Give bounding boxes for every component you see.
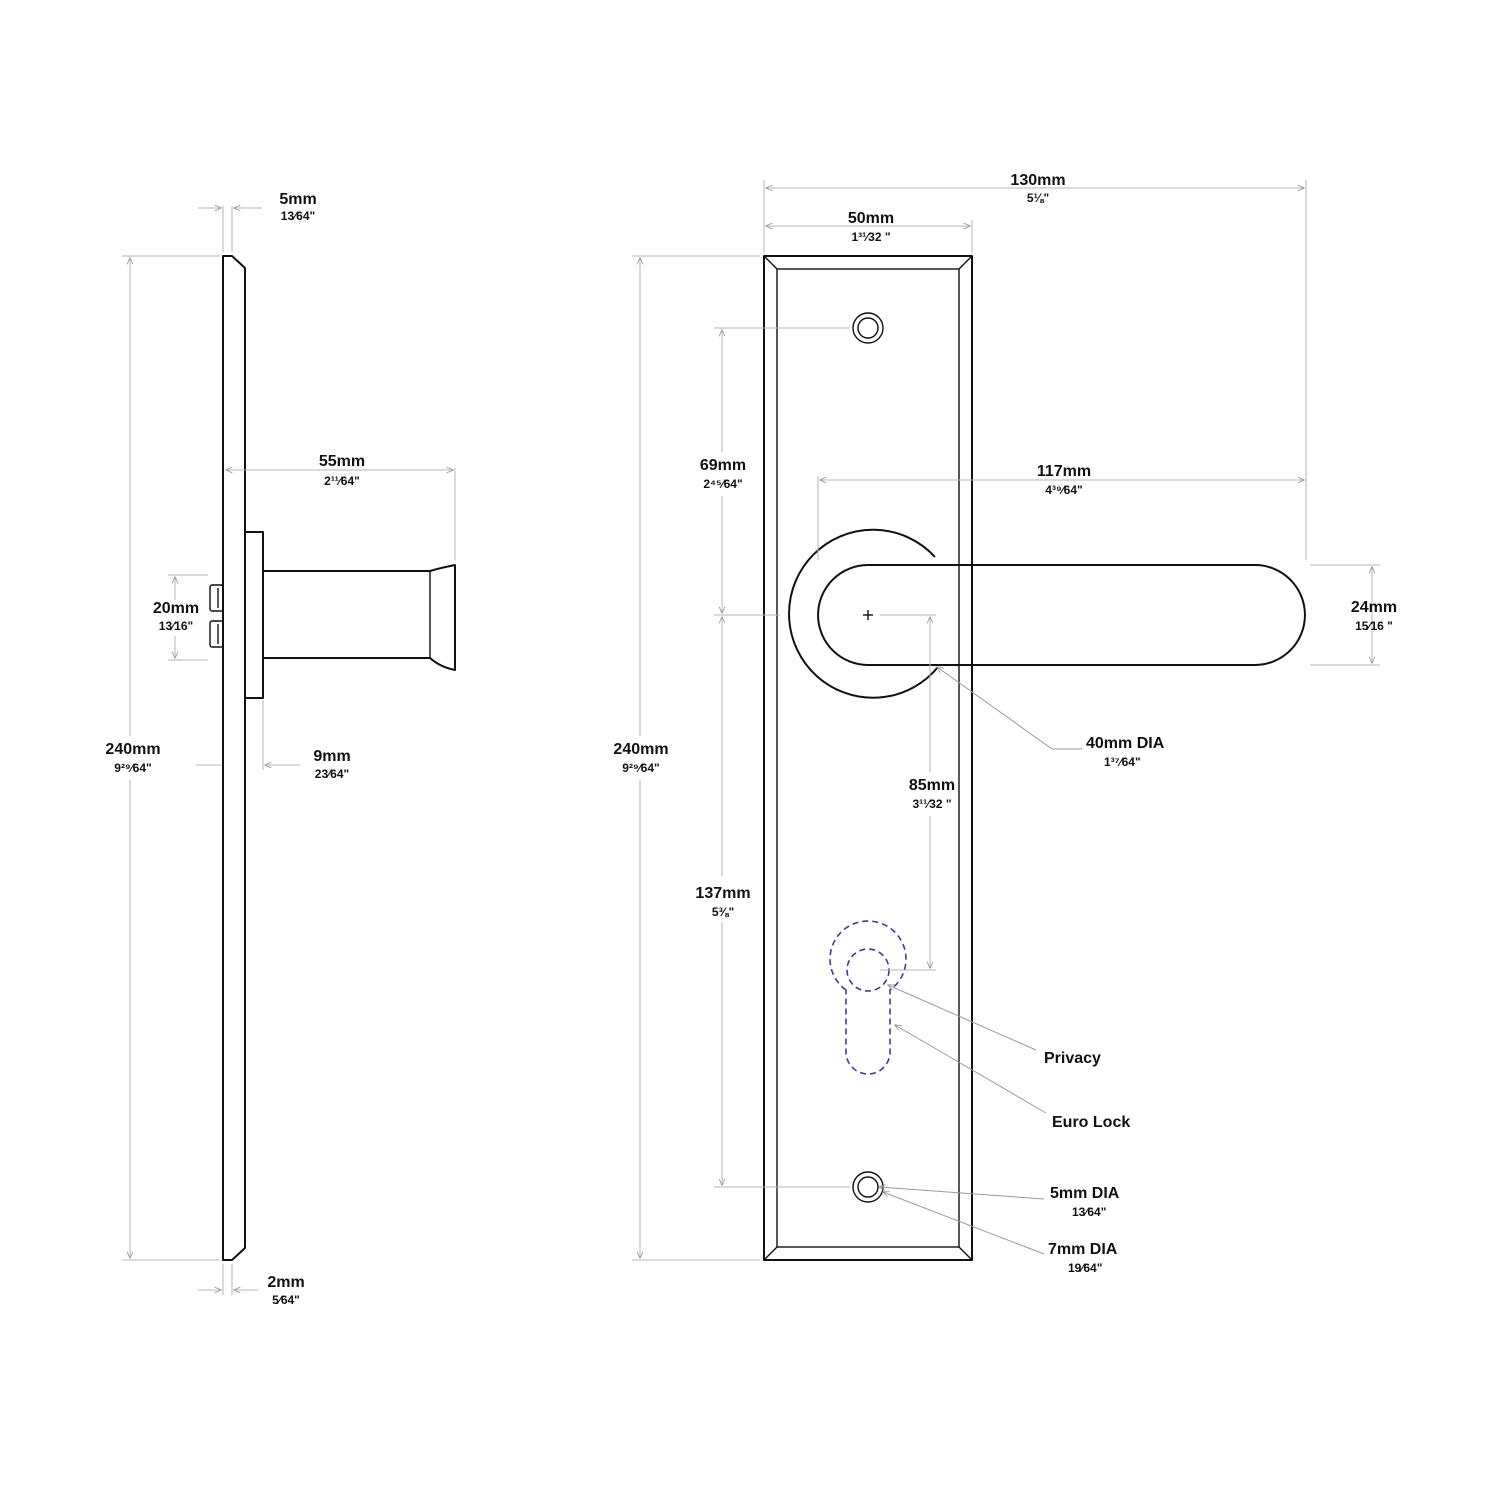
dim-screw-to-lever-in: 2⁴⁵⁄64" xyxy=(703,477,742,491)
dim-side-height-mm: 240mm xyxy=(105,741,160,758)
side-spindle-lug-top xyxy=(209,584,224,612)
dim-side-rose-depth-mm: 9mm xyxy=(313,748,350,765)
dim-side-thickness-in: 13⁄64" xyxy=(281,209,315,223)
dim-overall-width-mm: 130mm xyxy=(1010,172,1065,189)
dim-plate-width-in: 1³¹⁄32 " xyxy=(851,230,890,244)
front-view: 130mm 5⅛" 50mm 1³¹⁄32 " 240mm 9²⁹⁄64" 69… xyxy=(613,172,1397,1275)
dim-lever-to-lock-mm: 85mm xyxy=(909,777,955,794)
dim-lever-height-mm: 24mm xyxy=(1351,599,1397,616)
spindle-center-mark xyxy=(863,610,873,620)
side-backplate xyxy=(222,255,246,1261)
front-backplate-bevel xyxy=(776,268,960,1248)
callout-rose-diameter-mm: 40mm DIA xyxy=(1086,735,1165,752)
front-backplate xyxy=(763,255,973,1261)
callout-euro-lock: Euro Lock xyxy=(1052,1114,1130,1131)
callout-screw-hole-mm: 5mm DIA xyxy=(1050,1185,1120,1202)
callout-screw-hole-in: 13⁄64" xyxy=(1072,1205,1106,1219)
dim-overall-width-in: 5⅛" xyxy=(1027,191,1049,205)
dim-plate-width-mm: 50mm xyxy=(848,210,894,227)
side-rose xyxy=(244,531,264,699)
dim-lever-height-in: 15⁄16 " xyxy=(1355,619,1393,633)
dim-side-height-in: 9²⁹⁄64" xyxy=(114,761,151,775)
dim-lever-to-screw-in: 5⅜" xyxy=(712,905,734,919)
dim-lever-length-mm: 117mm xyxy=(1037,463,1091,480)
side-lever xyxy=(263,564,456,671)
dim-lever-length-in: 4³⁹⁄64" xyxy=(1045,483,1082,497)
dim-side-thickness-mm: 5mm xyxy=(279,191,316,208)
dim-front-height-in: 9²⁹⁄64" xyxy=(622,761,659,775)
dim-front-height-mm: 240mm xyxy=(613,741,668,758)
dim-side-spindle-in: 13⁄16" xyxy=(159,619,193,633)
dim-lever-to-screw-mm: 137mm xyxy=(695,885,750,902)
euro-lock-outline xyxy=(829,920,907,1075)
dim-side-rose-depth-in: 23⁄64" xyxy=(315,767,349,781)
callout-screw-head-in: 19⁄64" xyxy=(1068,1261,1102,1275)
side-spindle-lug-bottom xyxy=(209,620,224,648)
front-lever xyxy=(817,564,1306,666)
screw-hole-bottom xyxy=(852,1171,884,1203)
callout-privacy: Privacy xyxy=(1044,1050,1101,1067)
dim-side-edge-in: 5⁄64" xyxy=(272,1293,300,1307)
callout-screw-head-mm: 7mm DIA xyxy=(1048,1241,1118,1258)
side-view: 5mm 13⁄64" 240mm 9²⁹⁄64" 55mm 2¹¹⁄64" 20… xyxy=(105,191,456,1307)
dim-side-projection-mm: 55mm xyxy=(319,453,365,470)
callout-rose-diameter-in: 1³⁷⁄64" xyxy=(1104,755,1141,769)
dim-side-spindle-mm: 20mm xyxy=(153,600,199,617)
front-rose xyxy=(788,528,939,699)
dim-screw-to-lever-mm: 69mm xyxy=(700,457,746,474)
dim-side-edge-mm: 2mm xyxy=(267,1274,304,1291)
dim-side-projection-in: 2¹¹⁄64" xyxy=(324,474,360,488)
dim-lever-to-lock-in: 3¹¹⁄32 " xyxy=(912,797,951,811)
screw-hole-top xyxy=(852,312,884,344)
